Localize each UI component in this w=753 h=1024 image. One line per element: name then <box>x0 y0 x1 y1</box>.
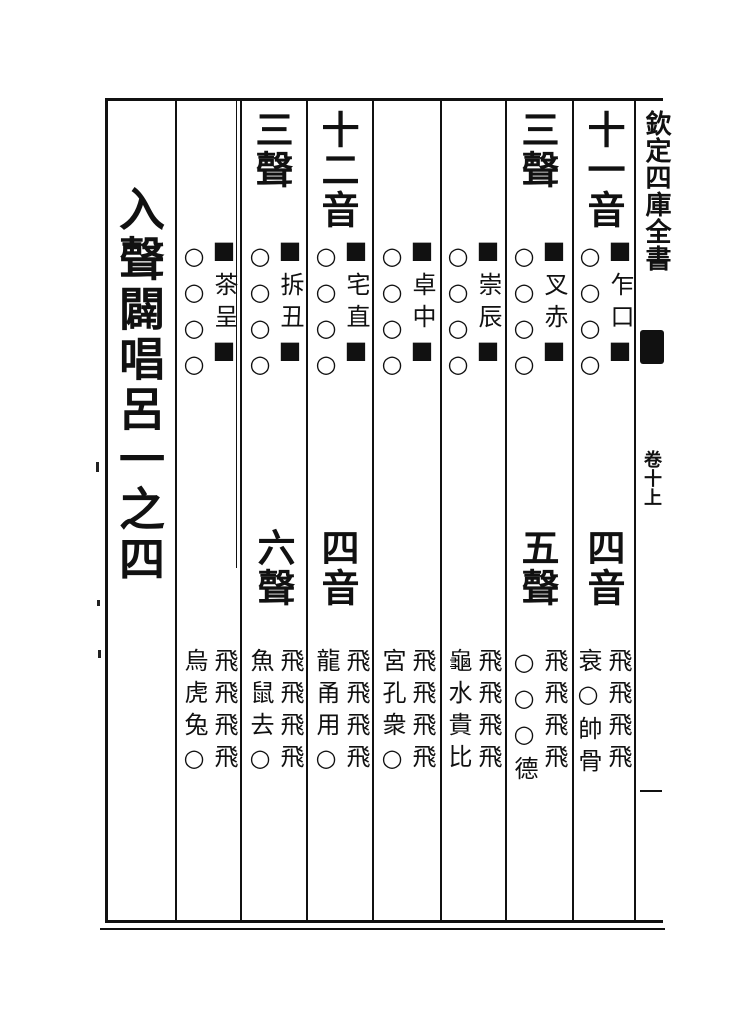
column-lower-heading: 六聲 <box>251 528 296 608</box>
column-lower-row: 飛飛飛飛 <box>342 648 370 776</box>
left-border <box>105 98 108 923</box>
column-upper-row: ○○○○ <box>180 242 208 386</box>
volume-label: 卷十上 <box>641 450 662 507</box>
column-upper-row: ■崇辰■ <box>474 236 502 372</box>
column-lower-row: 飛飛飛飛 <box>210 648 238 776</box>
bottom-border <box>105 920 663 923</box>
column-lower-row: 飛飛飛飛 <box>408 648 436 776</box>
column-lower-heading: 五聲 <box>515 528 560 608</box>
column-rule <box>440 98 442 923</box>
column-lower-heading: 四音 <box>315 528 360 608</box>
column-upper-row: ■宅直■ <box>342 236 370 372</box>
top-border <box>105 98 663 101</box>
column-upper-row: ○○○○ <box>312 242 340 386</box>
column-lower-row: 魚鼠去○ <box>246 648 274 780</box>
column-rule <box>306 98 308 923</box>
column-upper-row: ■乍口■ <box>606 236 634 372</box>
column-lower-row: 飛飛飛飛 <box>276 648 304 776</box>
column-lower-row: 龜水貴比 <box>444 648 472 776</box>
column-upper-heading: 三聲 <box>249 110 294 190</box>
section-title: 入聲闢唱呂一之四 <box>112 185 166 585</box>
column-upper-row: ○○○○ <box>246 242 274 386</box>
column-upper-heading: 三聲 <box>515 110 560 190</box>
scan-speck <box>98 650 101 658</box>
column-rule <box>572 98 574 923</box>
column-rule <box>505 98 507 923</box>
scan-speck <box>96 462 99 472</box>
column-upper-row: ○○○○ <box>510 242 538 386</box>
column-lower-heading: 四音 <box>581 528 626 608</box>
margin-mark <box>640 790 662 792</box>
column-rule <box>240 98 242 923</box>
scan-speck <box>97 600 100 606</box>
column-rule <box>372 98 374 923</box>
column-lower-row: 飛飛飛飛 <box>474 648 502 776</box>
outer-bottom-border <box>100 928 665 930</box>
column-lower-row: 龍甬用○ <box>312 648 340 780</box>
column-upper-row: ■叉赤■ <box>540 236 568 372</box>
column-rule <box>634 98 636 923</box>
column-lower-row: 飛飛飛飛 <box>540 648 568 776</box>
column-upper-row: ■卓中■ <box>408 236 436 372</box>
column-upper-row: ■拆丑■ <box>276 236 304 372</box>
fish-tail-mark <box>640 330 664 364</box>
column-lower-row: 衰○帥骨 <box>574 648 602 780</box>
column-lower-row: 宮孔衆○ <box>378 648 406 780</box>
inner-rule <box>236 98 237 568</box>
column-upper-row: ○○○○ <box>576 242 604 386</box>
column-upper-row: ○○○○ <box>444 242 472 386</box>
column-rule <box>175 98 177 923</box>
column-upper-row: ○○○○ <box>378 242 406 386</box>
column-upper-heading: 十一音 <box>581 110 626 230</box>
column-lower-row: ○○○德 <box>510 648 538 788</box>
book-title: 欽定四庫全書 <box>641 110 671 272</box>
column-lower-row: 烏虎兔○ <box>180 648 208 780</box>
column-upper-heading: 十二音 <box>315 110 360 230</box>
column-lower-row: 飛飛飛飛 <box>604 648 632 776</box>
column-upper-row: ■茶呈■ <box>210 236 238 372</box>
